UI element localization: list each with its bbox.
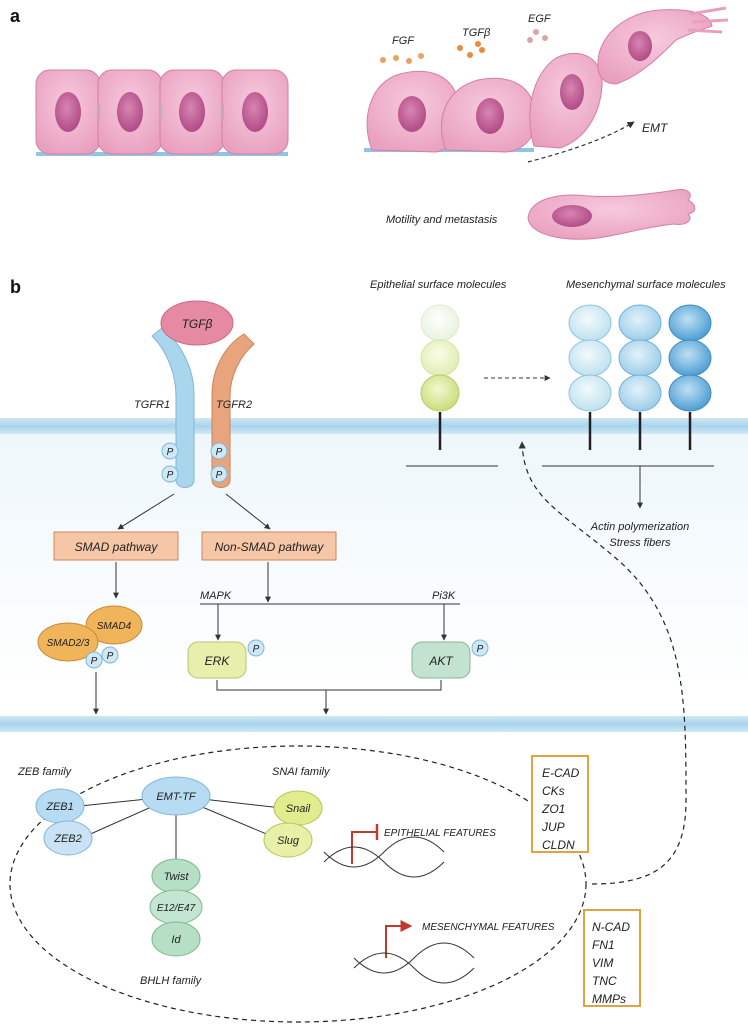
phospho-sites: P P P P	[161, 442, 228, 483]
phospho-label: P	[216, 447, 223, 458]
snai-family-label: SNAI family	[272, 766, 331, 778]
smad23-label: SMAD2/3	[47, 638, 90, 649]
receptor-1-label: TGFR1	[134, 399, 170, 411]
mesenchymal-gene: N-CAD	[592, 920, 630, 934]
phospho-label: P	[477, 644, 484, 655]
arrow	[117, 493, 175, 530]
mesenchymal-activation: MESENCHYMAL FEATURES	[353, 920, 555, 984]
akt-label: AKT	[428, 654, 454, 668]
pi3k-label: Pi3K	[432, 590, 456, 602]
smad-pathway-box	[53, 531, 179, 561]
phospho-label: P	[167, 470, 174, 481]
mesenchymal-surface-molecules	[568, 304, 712, 450]
mesenchymal-gene: VIM	[592, 956, 613, 970]
epithelial-features-label: EPITHELIAL FEATURES	[384, 828, 496, 839]
mesenchymal-genes-box: N-CAD FN1 VIM TNC MMPs	[583, 909, 641, 1007]
emt-label: EMT	[642, 121, 669, 135]
mapk-label: MAPK	[200, 590, 232, 602]
non-smad-pathway-label: Non-SMAD pathway	[215, 540, 325, 554]
emt-tf-node	[141, 776, 211, 816]
epithelial-surface-label: Epithelial surface molecules	[370, 279, 507, 291]
mesenchymal-gene: FN1	[592, 938, 615, 952]
slug-label: Slug	[277, 835, 300, 847]
phospho-label: P	[91, 656, 98, 667]
akt-node	[411, 641, 471, 679]
erk-label: ERK	[205, 654, 231, 668]
mesenchymal-features-label: MESENCHYMAL FEATURES	[422, 922, 555, 933]
smad-pathway-label: SMAD pathway	[75, 540, 159, 554]
epithelial-surface-molecule	[420, 304, 460, 450]
epithelial-genes-box: E-CAD CKs ZO1 JUP CLDN	[531, 755, 589, 853]
emt-tf-network: ZEB family SNAI family BHLH family EMT-T…	[17, 766, 331, 987]
zeb-family-label: ZEB family	[17, 766, 73, 778]
epithelial-gene: E-CAD	[542, 766, 580, 780]
ligand-label: TGFβ	[182, 317, 213, 331]
panel-a-letter: a	[10, 6, 21, 26]
mesenchymal-surface-label: Mesenchymal surface molecules	[566, 279, 726, 291]
nucleus-boundary	[9, 745, 587, 1023]
merge-line	[216, 680, 442, 691]
mesenchymal-cell	[527, 189, 696, 240]
tgfb-ligand	[160, 300, 234, 346]
emt-arrow	[527, 121, 635, 163]
epithelial-gene: JUP	[541, 820, 565, 834]
smad-complex: SMAD4 SMAD2/3 P P	[37, 605, 143, 669]
zeb2-label: ZEB2	[53, 833, 82, 845]
id-node	[151, 921, 201, 957]
feedback-arrow	[518, 441, 687, 885]
cytoplasm	[0, 432, 748, 692]
growth-factor-label: FGF	[392, 35, 415, 47]
phospho-label: P	[216, 470, 223, 481]
nuclear-membrane	[0, 716, 748, 732]
actin-label-2: Stress fibers	[609, 537, 671, 549]
plasma-membrane	[0, 418, 748, 434]
slug-node	[263, 822, 313, 858]
mesenchymal-gene: TNC	[592, 974, 617, 988]
non-smad-pathway-box	[201, 531, 337, 561]
smad4-label: SMAD4	[97, 621, 132, 632]
epithelial-gene: ZO1	[541, 802, 565, 816]
erk-node	[187, 641, 247, 679]
zeb2-node	[43, 820, 93, 856]
epithelial-gene: CLDN	[542, 838, 575, 852]
arrow	[225, 493, 271, 530]
tgfb-receptor-complex: TGFβ TGFR1 TGFR2 P P P P	[134, 300, 255, 488]
id-label: Id	[171, 934, 181, 946]
motility-label: Motility and metastasis	[386, 214, 498, 226]
growth-factor-label: EGF	[528, 13, 552, 25]
emt-tf-label: EMT-TF	[156, 791, 197, 803]
epithelial-cell	[97, 69, 163, 155]
phospho-label: P	[107, 651, 114, 662]
epithelial-cell	[35, 69, 101, 155]
epithelial-cell	[159, 69, 225, 155]
panel-b-letter: b	[10, 277, 21, 297]
transitioning-cells	[364, 6, 729, 153]
growth-factor-label: TGFβ	[462, 27, 491, 39]
growth-factors: FGF TGFβ EGF	[380, 13, 552, 64]
bhlh-family-label: BHLH family	[140, 975, 203, 987]
phospho-label: P	[253, 644, 260, 655]
epithelial-cell-sheet	[35, 69, 289, 156]
growth-factor-dots	[380, 29, 548, 64]
snail-label: Snail	[286, 803, 311, 815]
epithelial-gene: CKs	[542, 784, 565, 798]
actin-label-1: Actin polymerization	[590, 521, 689, 533]
receptor-2-label: TGFR2	[216, 399, 252, 411]
e12e47-label: E12/E47	[157, 903, 196, 914]
twist-label: Twist	[164, 871, 190, 883]
mesenchymal-gene: MMPs	[592, 992, 626, 1006]
phospho-label: P	[167, 447, 174, 458]
zeb1-label: ZEB1	[45, 801, 74, 813]
epithelial-repression: EPITHELIAL FEATURES	[323, 824, 496, 878]
epithelial-cell	[221, 69, 289, 155]
